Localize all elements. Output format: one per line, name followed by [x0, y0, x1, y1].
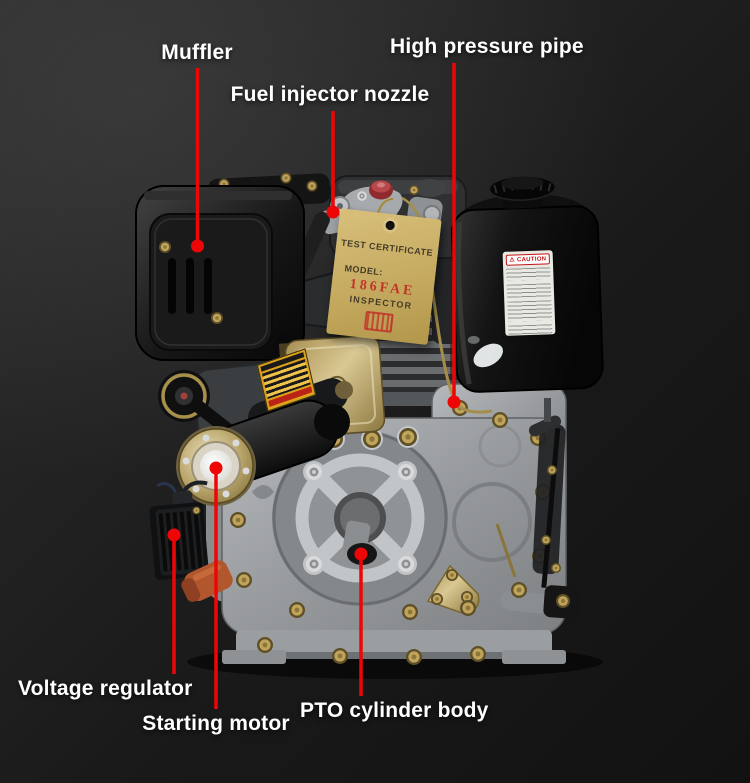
mounting-foot: [222, 650, 286, 664]
governor-linkage: [528, 398, 566, 588]
muffler: [135, 172, 331, 361]
warning-triangle-icon: ⚠: [509, 257, 516, 264]
caution-sticker: ⚠ CAUTION: [502, 250, 556, 336]
caution-text-block: [508, 324, 553, 335]
rubber-boot: [181, 560, 233, 602]
callout-label-fuel-injector-nozzle: Fuel injector nozzle: [230, 83, 430, 106]
caution-title-text: CAUTION: [516, 256, 547, 264]
mounting-foot: [502, 650, 566, 664]
inspector-stamp: [363, 310, 394, 333]
callout-label-starting-motor: Starting motor: [142, 712, 290, 735]
test-certificate-tag: TEST CERTIFICATE MODEL: 186FAE INSPECTOR: [326, 208, 442, 345]
caution-text-block: [507, 300, 552, 322]
tag-string: [370, 198, 394, 231]
callout-label-muffler: Muffler: [161, 41, 233, 64]
oil-cap: [369, 180, 393, 200]
caution-sticker-title: ⚠ CAUTION: [505, 253, 551, 266]
caution-sticker-body: [506, 267, 553, 335]
tag-title: TEST CERTIFICATE: [340, 237, 434, 258]
callout-label-voltage-regulator: Voltage regulator: [18, 677, 193, 700]
tag-hole: [384, 220, 395, 231]
fuel-tank-cap: [488, 175, 557, 209]
callout-label-pto-cylinder-body: PTO cylinder body: [300, 699, 489, 722]
caution-text-block: [506, 283, 552, 298]
caution-text-block: [506, 267, 551, 281]
muffler-slots: [168, 258, 212, 314]
callout-label-high-pressure-pipe: High pressure pipe: [390, 35, 584, 58]
